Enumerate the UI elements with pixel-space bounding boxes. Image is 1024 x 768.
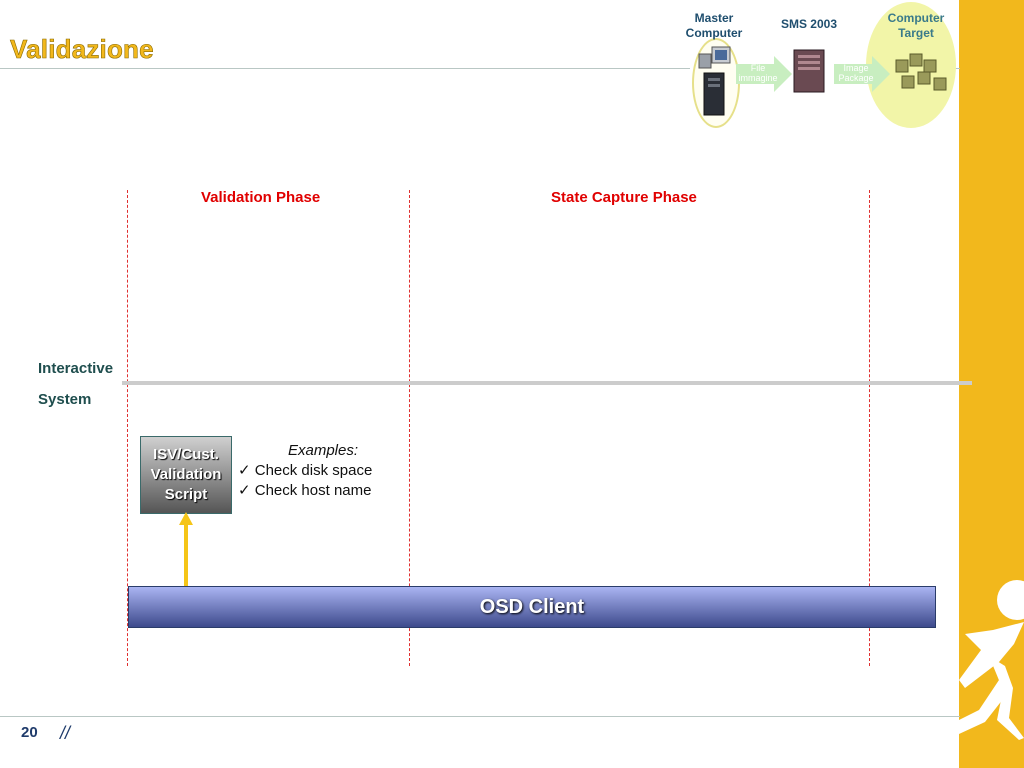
lane-label-system: System [38, 391, 92, 408]
up-arrow-shaft [184, 524, 188, 588]
image-package-arrow [834, 56, 890, 92]
file-image-arrow [736, 56, 792, 92]
footer-divider [0, 716, 960, 717]
sms-label: SMS 2003 [780, 17, 838, 31]
footer-mark: // [60, 723, 71, 743]
lane-divider [122, 381, 972, 385]
list-item: ✓ Check host name [238, 481, 408, 501]
check-icon: ✓ [238, 482, 251, 499]
phase-divider-middle [409, 190, 410, 666]
desktop-computer-icon [698, 46, 731, 69]
examples-title: Examples: [287, 442, 359, 459]
list-item: ✓ Check disk space [238, 461, 408, 481]
page-number: 20 [21, 724, 38, 741]
example-text: Check host name [254, 482, 372, 499]
example-text: Check disk space [254, 462, 373, 479]
up-arrow-icon [179, 512, 193, 525]
tower-server-icon [703, 72, 725, 116]
validation-script-box: ISV/Cust. Validation Script [140, 436, 232, 514]
slide-title: Validazione [10, 34, 154, 65]
phase-label-validation: Validation Phase [201, 189, 321, 206]
header-divider [0, 68, 690, 69]
check-icon: ✓ [238, 462, 251, 479]
target-computers-icon [895, 53, 947, 91]
examples-list: Examples: ✓ Check disk space ✓ Check hos… [238, 442, 408, 501]
phase-divider-left [127, 190, 128, 666]
phase-label-state-capture: State Capture Phase [551, 189, 697, 206]
running-figure-graphic [959, 580, 1024, 740]
lane-label-interactive: Interactive [38, 360, 114, 377]
sms-server-icon [793, 49, 825, 93]
phase-divider-right [869, 190, 870, 666]
osd-client-bar: OSD Client [128, 586, 936, 628]
